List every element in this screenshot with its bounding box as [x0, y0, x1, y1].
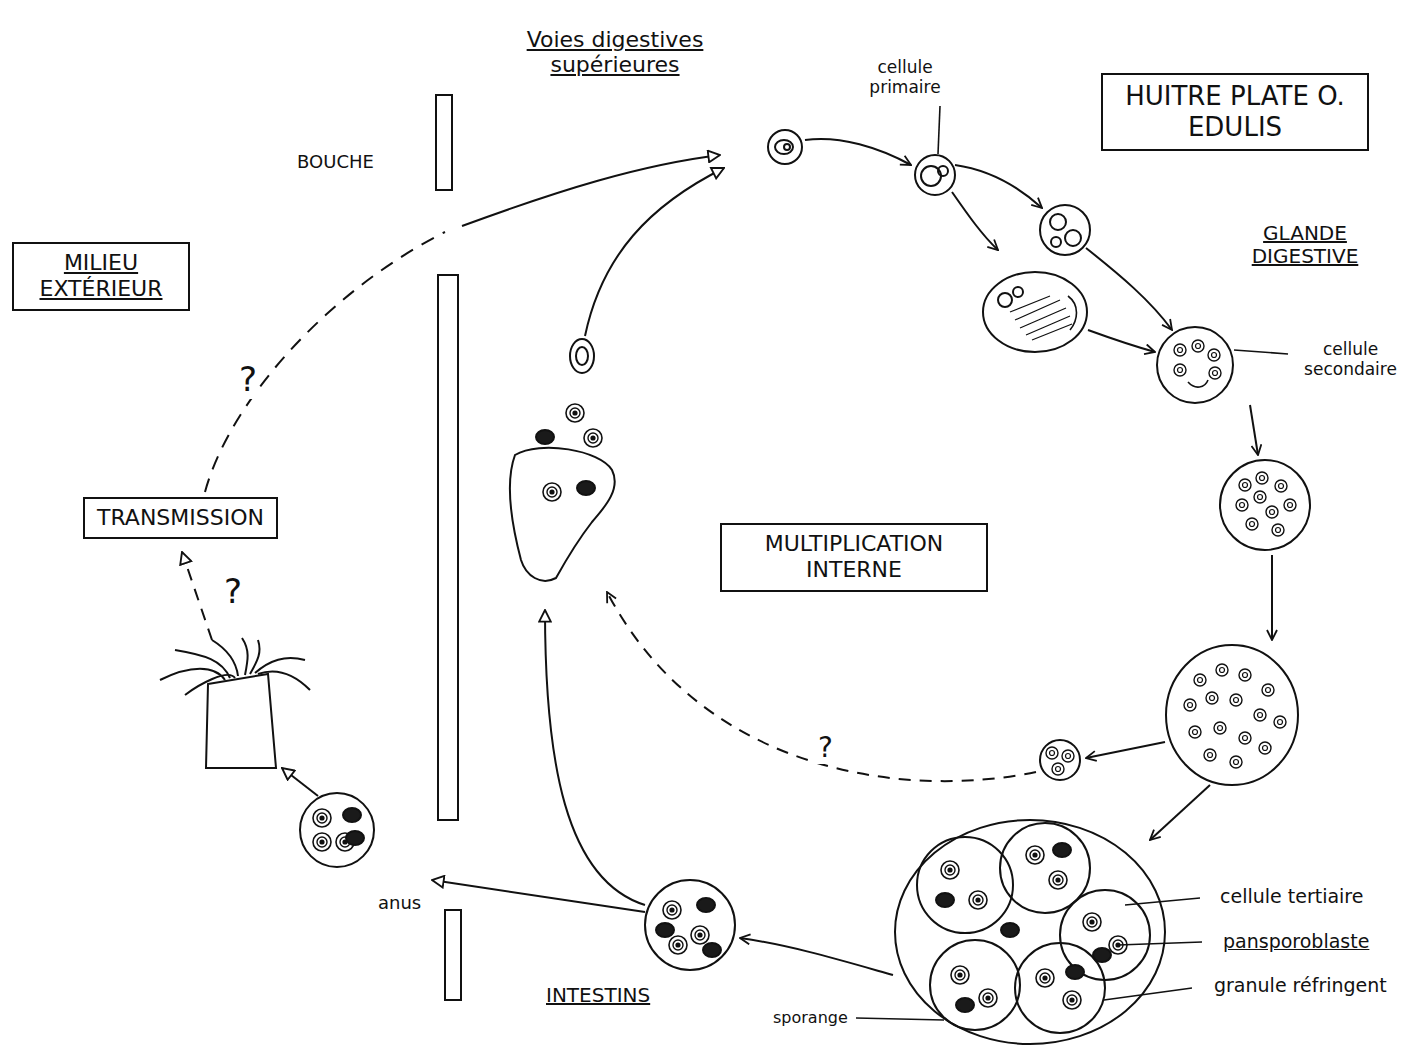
multiplication-box: MULTIPLICATION INTERNE [720, 523, 988, 592]
box-text: TRANSMISSION [97, 505, 264, 531]
organ-label: INTESTINS [544, 984, 652, 1007]
question-mark: ? [816, 732, 835, 764]
cycle-arrows [182, 139, 1272, 975]
oyster-wall [436, 95, 461, 1000]
cell-label: cellule secondaire [1291, 340, 1410, 379]
title-box: HUITRE PLATE O. EDULIS [1101, 73, 1369, 151]
cell-label: granule réfringent [1212, 975, 1389, 997]
question-mark: ? [237, 360, 259, 399]
environment-box: MILIEU EXTÉRIEUR [12, 242, 190, 311]
parasite-cells [300, 130, 1310, 1044]
cell-label: pansporoblaste [1221, 931, 1371, 953]
cell-label: cellule tertiaire [1218, 886, 1365, 908]
algae-support [160, 638, 310, 768]
organ-label: anus [376, 893, 423, 914]
box-text: MULTIPLICATION INTERNE [734, 531, 974, 584]
organ-label: GLANDE DIGESTIVE [1228, 222, 1382, 268]
question-mark: ? [222, 572, 244, 611]
region-label: Voies digestives supérieures [483, 27, 747, 78]
transmission-box: TRANSMISSION [83, 497, 278, 539]
cell-label: sporange [771, 1009, 850, 1027]
box-text: HUITRE PLATE O. EDULIS [1115, 81, 1355, 143]
cell-label: cellule primaire [848, 58, 962, 97]
box-text: MILIEU EXTÉRIEUR [26, 250, 176, 303]
organ-label: BOUCHE [295, 152, 376, 173]
